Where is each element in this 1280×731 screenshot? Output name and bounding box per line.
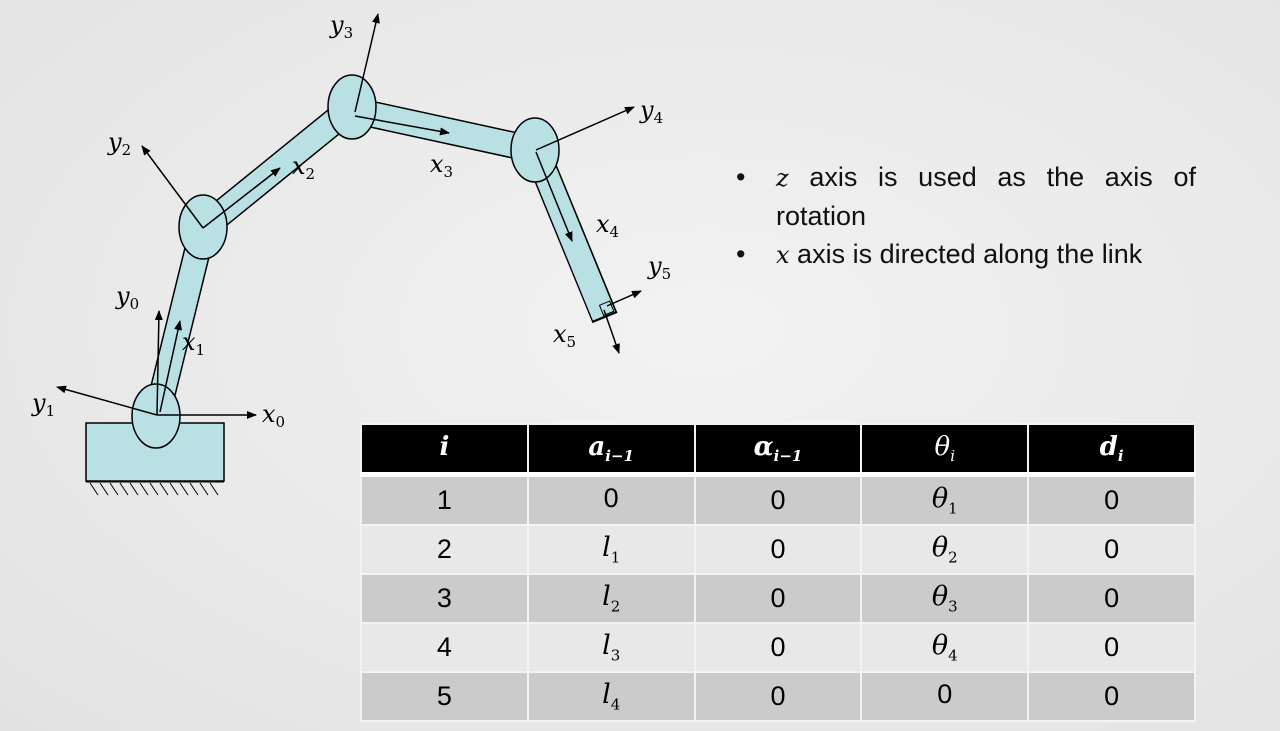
bullet-text: axis is directed along the link (789, 239, 1143, 269)
label-x1: x1 (182, 328, 205, 359)
frame-axes (56, 13, 642, 419)
x5-axis-arrow (603, 309, 620, 354)
bullet-variable: x (776, 241, 790, 269)
table-header-row: i ai−1 αi−1 θi di (360, 423, 1196, 477)
label-y0: y0 (115, 282, 139, 313)
joint-3 (327, 74, 377, 140)
header-theta: θi (860, 423, 1030, 477)
cell-i: 4 (360, 622, 529, 673)
cell-theta: θ1 (860, 473, 1030, 526)
header-alpha: αi−1 (693, 423, 863, 477)
y5-axis-arrow (606, 290, 642, 307)
ground-hatching (86, 481, 224, 496)
cell-theta: 0 (860, 671, 1030, 722)
label-x0: x0 (262, 400, 285, 431)
label-x3: x3 (430, 150, 453, 181)
robot-arm-diagram: y3 y2 x2 x3 y4 x4 y5 y0 x1 x5 y1 x0 (31, 11, 671, 496)
cell-alpha: 0 (693, 671, 863, 722)
y2-axis-arrow (141, 145, 204, 229)
cell-i: 1 (360, 473, 529, 526)
x4-axis-arrow (535, 151, 573, 242)
bullet-variable: z (776, 164, 789, 192)
cell-a: l2 (526, 573, 696, 624)
bullet-item: x axis is directed along the link (736, 235, 1196, 274)
x2-axis-arrow (202, 167, 281, 229)
y4-axis-arrow (535, 106, 635, 151)
link-3 (349, 96, 539, 164)
y3-axis-arrow (354, 13, 380, 113)
cell-i: 2 (360, 524, 529, 575)
label-x5: x5 (553, 320, 576, 351)
cell-theta: θ4 (860, 622, 1030, 673)
bullet-item: z axis is used as the axis of rotation (736, 158, 1196, 235)
label-y5: y5 (647, 252, 671, 283)
label-y4: y4 (639, 96, 663, 127)
label-y1: y1 (31, 389, 55, 420)
header-i: i (360, 423, 529, 477)
cell-d: 0 (1027, 524, 1196, 575)
cell-d: 0 (1027, 671, 1196, 722)
x3-axis-arrow (354, 115, 450, 136)
cell-d: 0 (1027, 473, 1196, 526)
end-effector-marker (598, 300, 615, 317)
cell-a: l4 (526, 671, 696, 722)
header-d: di (1027, 423, 1196, 477)
cell-alpha: 0 (693, 524, 863, 575)
x1-axis-arrow (159, 320, 182, 413)
y1-axis-arrow (56, 385, 158, 416)
cell-d: 0 (1027, 573, 1196, 624)
bullet-text: axis is used as the axis of rotation (776, 162, 1196, 231)
cell-d: 0 (1027, 622, 1196, 673)
label-y3: y3 (329, 11, 353, 42)
header-a: ai−1 (526, 423, 696, 477)
cell-alpha: 0 (693, 473, 863, 526)
cell-theta: θ2 (860, 524, 1030, 575)
joint-4 (510, 117, 560, 183)
cell-alpha: 0 (693, 573, 863, 624)
label-x4: x4 (596, 210, 619, 241)
cell-a: l1 (526, 524, 696, 575)
cell-a: l3 (526, 622, 696, 673)
cell-a: 0 (526, 473, 696, 526)
joint-1 (131, 383, 181, 449)
cell-alpha: 0 (693, 622, 863, 673)
label-y2: y2 (107, 128, 131, 159)
label-x2: x2 (292, 152, 315, 183)
bullet-list: z axis is used as the axis of rotation x… (736, 158, 1196, 274)
cell-theta: θ3 (860, 573, 1030, 624)
cell-i: 3 (360, 573, 529, 624)
cell-i: 5 (360, 671, 529, 722)
y0-axis-arrow (154, 310, 163, 416)
